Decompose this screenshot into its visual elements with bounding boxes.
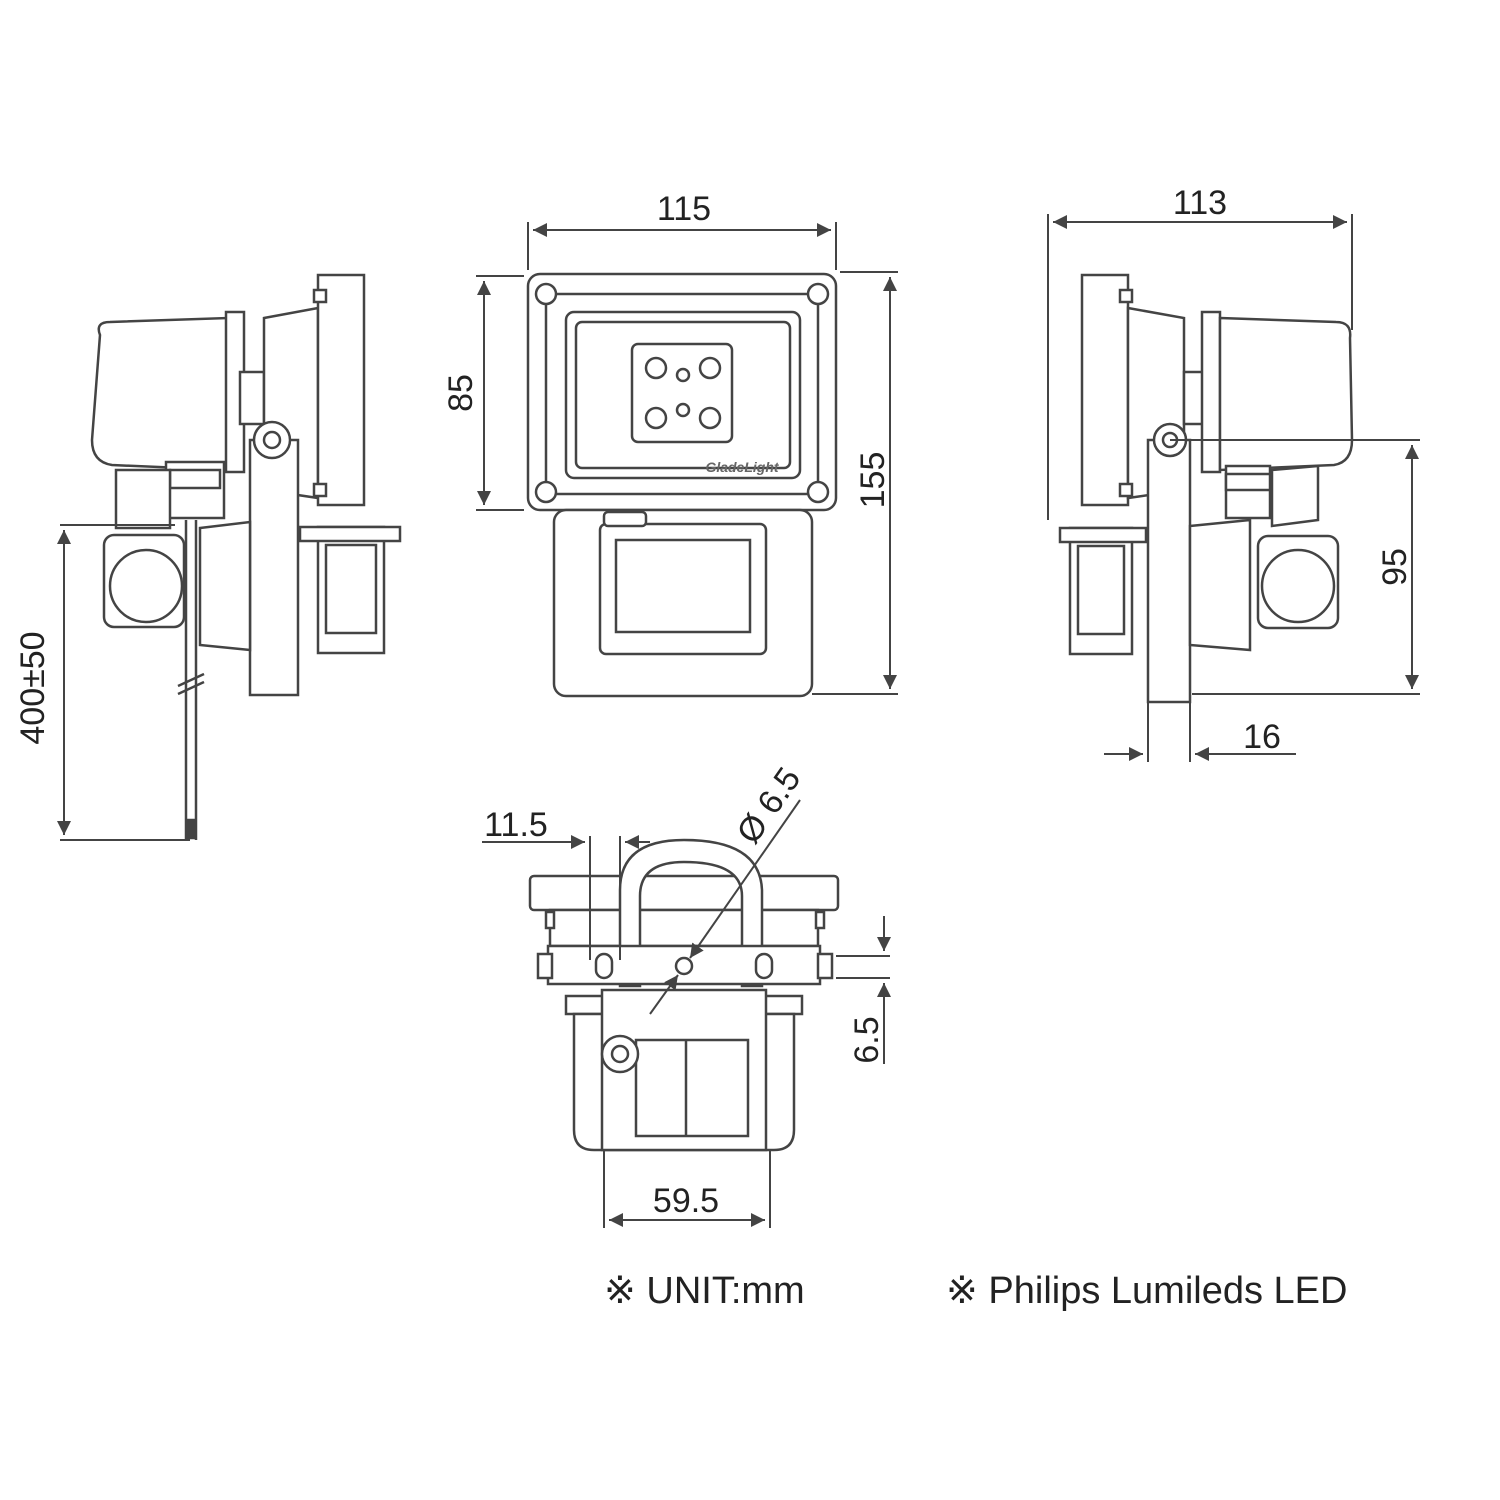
front-screw-tl (534, 282, 558, 306)
sensor-cap (298, 525, 402, 543)
gland-nut (168, 468, 222, 490)
dim-bottom-width (603, 1150, 771, 1228)
r-bracket (1146, 438, 1192, 704)
r-screw-top (1118, 288, 1134, 304)
r-sensor-cap (1058, 526, 1148, 544)
label-bottom-offset: 11.5 (484, 806, 548, 844)
dim-cable-length (57, 524, 190, 841)
b-knob-center (610, 1044, 630, 1064)
b-sensor-lens (634, 1038, 750, 1138)
dim-front-width (527, 222, 837, 270)
front-screw-br (806, 480, 830, 504)
cable-break-1 (177, 672, 205, 688)
led-module (630, 342, 734, 444)
label-side-bracket: 16 (1243, 718, 1281, 756)
face-screw-top (312, 288, 328, 304)
front-screw-bl (534, 480, 558, 504)
face-plate (316, 273, 366, 507)
label-cable-length: 400±50 (14, 631, 52, 744)
led-bottom-right (698, 406, 722, 430)
b-bolt-right (816, 952, 834, 980)
housing-neck (238, 370, 266, 426)
front-sensor-clip (602, 510, 648, 528)
b-slot-left (594, 952, 614, 980)
pivot-bolt-center (262, 430, 282, 450)
note-led: ※ Philips Lumileds LED (946, 1270, 1348, 1312)
dim-side-height (1170, 439, 1420, 695)
housing-body (90, 316, 230, 472)
front-view (526, 272, 838, 698)
b-screw-right (814, 910, 826, 930)
cable-break-2 (177, 680, 205, 696)
note-unit: ※ UNIT:mm (604, 1270, 805, 1312)
dim-bottom-thickness (836, 916, 891, 1064)
gland-base (114, 468, 172, 530)
label-bottom-width: 59.5 (653, 1182, 719, 1220)
label-bottom-thickness: 6.5 (848, 1016, 886, 1063)
left-side-view (90, 273, 402, 840)
dim-side-bracket (1104, 700, 1296, 762)
r-sensor-lens (1076, 544, 1126, 636)
label-side-width: 113 (1173, 184, 1227, 222)
r-screw-bottom (1118, 482, 1134, 498)
sensor-lens (324, 543, 378, 635)
front-sensor-lens (614, 538, 752, 634)
led-top-left (644, 356, 668, 380)
cable-tip (185, 818, 197, 840)
sensor-bracket (198, 520, 252, 652)
dim-side-width (1047, 214, 1353, 520)
b-slot-right (754, 952, 774, 980)
b-hole-center (674, 956, 694, 976)
led-bottom-left (644, 406, 668, 430)
dim-bottom-offset (482, 835, 650, 960)
mounting-bracket (248, 438, 300, 697)
dim-bottom-hole (649, 799, 801, 1015)
sensor-knob (108, 548, 184, 624)
face-screw-bottom (312, 482, 328, 498)
led-top-right (698, 356, 722, 380)
b-plate-base (548, 908, 820, 948)
dim-front-head-height (476, 275, 524, 511)
b-screw-left (544, 910, 556, 930)
front-screw-tr (806, 282, 830, 306)
right-side-view (1058, 273, 1354, 704)
b-plate (528, 874, 840, 912)
r-gland-base (1270, 464, 1320, 528)
b-bolt-left (536, 952, 554, 980)
label-front-total-height: 155 (854, 452, 892, 509)
led-center-top (675, 367, 691, 383)
r-knob (1260, 548, 1336, 624)
label-front-width: 115 (657, 190, 711, 228)
r-housing (1218, 316, 1354, 472)
r-sensor-bracket (1188, 518, 1252, 652)
bottom-view (528, 838, 840, 1152)
dim-front-total-height (812, 271, 898, 695)
label-side-height: 95 (1376, 548, 1414, 586)
r-face-plate (1080, 273, 1130, 507)
label-front-head-height: 85 (442, 374, 480, 412)
brand-mark: GladeLight (705, 459, 779, 475)
r-gland-nut (1224, 472, 1272, 492)
led-center-bottom (675, 402, 691, 418)
r-flange (1200, 310, 1222, 474)
